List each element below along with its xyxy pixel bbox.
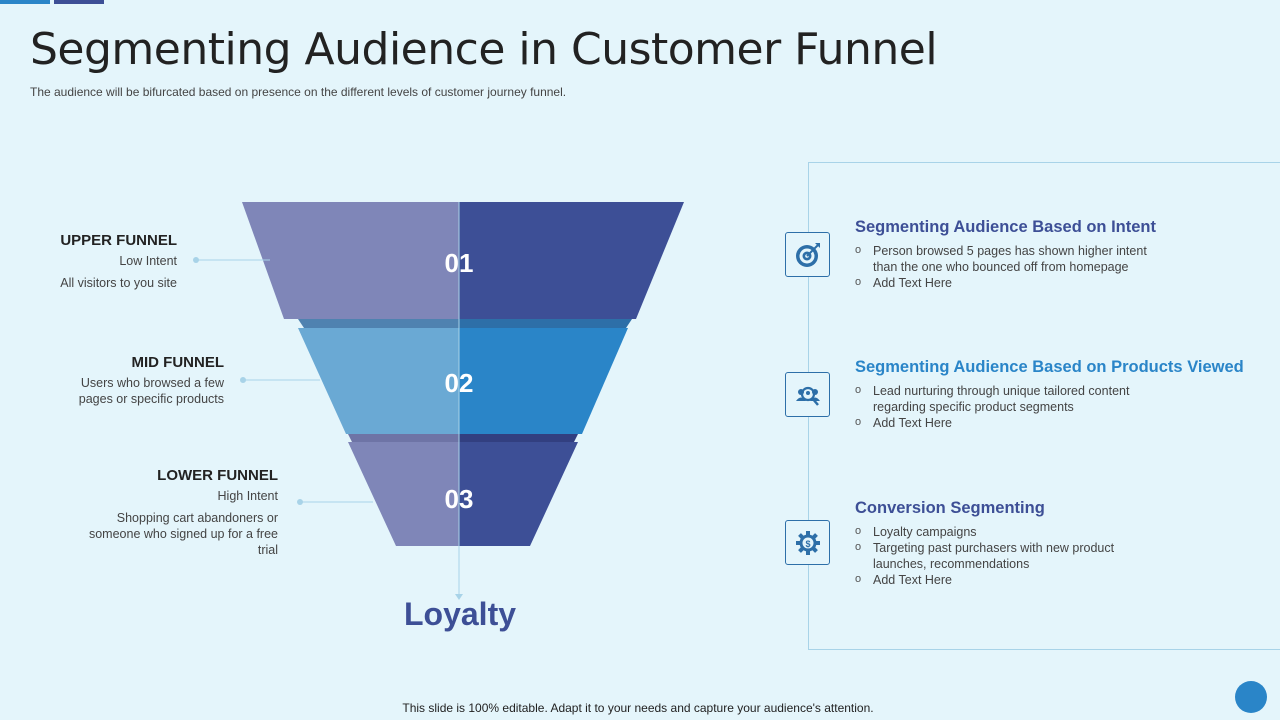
svg-text:$: $ <box>805 539 810 549</box>
connector-upper-dot <box>193 257 199 263</box>
funnel-stage-2-lip-left <box>348 434 459 442</box>
funnel-stage-3-right <box>459 442 578 546</box>
stage-label-upper: UPPER FUNNEL Low Intent All visitors to … <box>0 232 177 291</box>
segment-2-bullet-1: Lead nurturing through unique tailored c… <box>855 382 1155 415</box>
segment-2-bullet-2: Add Text Here <box>855 414 1155 431</box>
footer-note: This slide is 100% editable. Adapt it to… <box>402 701 874 715</box>
funnel-stage-2-lip-right <box>459 434 578 442</box>
funnel-stage-2-left <box>298 328 459 434</box>
segment-3-bullets: Loyalty campaigns Targeting past purchas… <box>855 523 1145 588</box>
funnel-arrow-head <box>455 594 463 600</box>
funnel-stage-1-lip-left <box>298 319 459 328</box>
top-accent-bar-left <box>0 0 50 4</box>
stage-label-lower: LOWER FUNNEL High Intent Shopping cart a… <box>88 467 278 558</box>
funnel-stage-1-right <box>459 202 684 319</box>
segment-3-icon-box: $ <box>785 520 830 565</box>
funnel-stage-1-left <box>242 202 459 319</box>
corner-decoration-dot <box>1235 681 1267 713</box>
segment-1-bullet-2: Add Text Here <box>855 274 1165 291</box>
funnel-stage-3-number: 03 <box>445 484 474 514</box>
segment-2-title: Segmenting Audience Based on Products Vi… <box>855 358 1244 376</box>
top-accent-bar-right <box>54 0 104 4</box>
page-subtitle: The audience will be bifurcated based on… <box>30 85 567 99</box>
stage-name-lower: LOWER FUNNEL <box>157 467 278 484</box>
segment-3-bullet-1: Loyalty campaigns <box>855 523 1145 540</box>
stage-line-mid-1: Users who browsed a few pages or specifi… <box>78 376 224 406</box>
stage-line-lower-1: High Intent <box>217 489 278 503</box>
money-gear-icon: $ <box>795 530 820 555</box>
funnel-stage-1-lip-right <box>459 319 632 328</box>
stage-line-lower-2: Shopping cart abandoners or someone who … <box>88 511 278 557</box>
segment-2-icon-box <box>785 372 830 417</box>
segment-1: Segmenting Audience Based on Intent Pers… <box>855 218 1265 291</box>
funnel-stage-2-right <box>459 328 628 434</box>
funnel-stage-2-number: 02 <box>445 368 474 398</box>
segment-3: Conversion Segmenting Loyalty campaigns … <box>855 499 1265 588</box>
segment-3-bullet-2: Targeting past purchasers with new produ… <box>855 539 1145 572</box>
segment-1-bullets: Person browsed 5 pages has shown higher … <box>855 242 1165 291</box>
stage-name-upper: UPPER FUNNEL <box>60 232 177 249</box>
funnel-stage-1-number: 01 <box>445 248 474 278</box>
segment-1-bullet-1: Person browsed 5 pages has shown higher … <box>855 242 1165 275</box>
segment-2: Segmenting Audience Based on Products Vi… <box>855 358 1265 431</box>
funnel-result-label: Loyalty <box>403 596 517 632</box>
segment-1-title: Segmenting Audience Based on Intent <box>855 218 1157 236</box>
stage-name-mid: MID FUNNEL <box>131 354 225 371</box>
segment-3-bullet-3: Add Text Here <box>855 571 1145 588</box>
connector-lower-dot <box>297 499 303 505</box>
segment-1-icon-box <box>785 232 830 277</box>
audience-search-icon <box>795 386 820 406</box>
segment-2-bullets: Lead nurturing through unique tailored c… <box>855 382 1155 431</box>
segment-3-title: Conversion Segmenting <box>855 499 1045 517</box>
connector-mid-dot <box>240 377 246 383</box>
funnel-stage-3-left <box>348 442 459 546</box>
target-icon <box>795 242 820 267</box>
stage-label-mid: MID FUNNEL Users who browsed a few pages… <box>49 354 224 407</box>
stage-line-upper-1: Low Intent <box>119 254 177 268</box>
page-title: Segmenting Audience in Customer Funnel <box>30 24 938 75</box>
stage-line-upper-2: All visitors to you site <box>60 276 177 290</box>
